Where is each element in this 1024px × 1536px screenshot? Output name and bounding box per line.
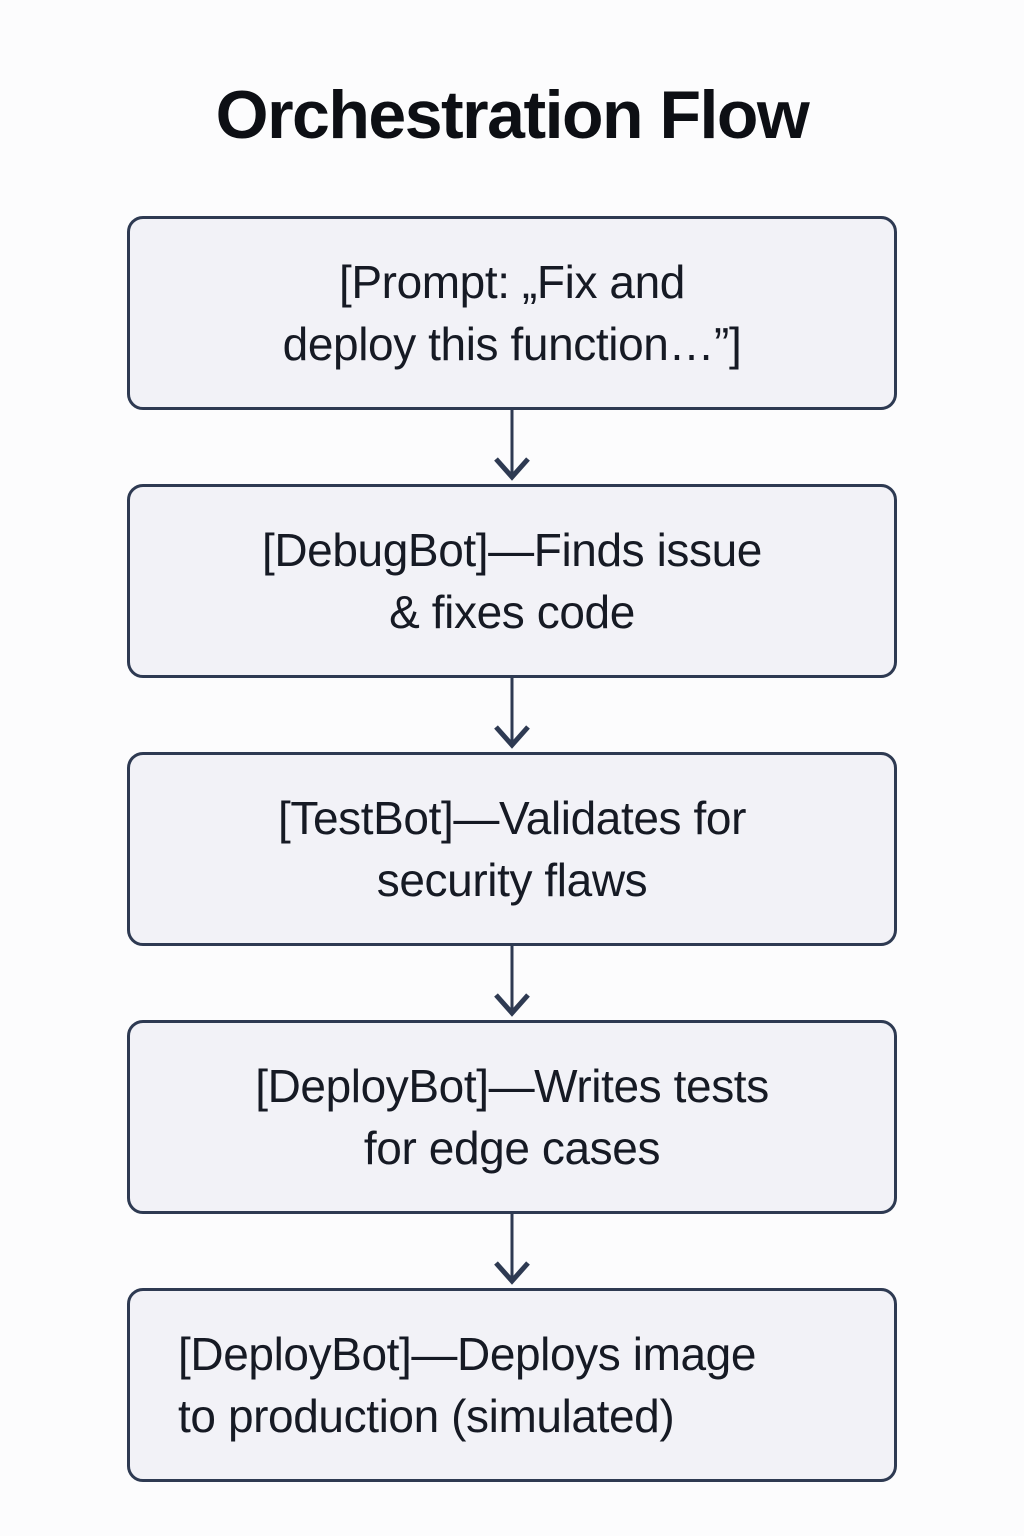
flow-node-testbot: [TestBot]—Validates for security flaws: [127, 752, 897, 946]
arrow-down-icon: [494, 678, 530, 749]
node-text-line: security flaws: [376, 854, 648, 906]
node-text-line: & fixes code: [389, 586, 635, 638]
node-text-line: deploy this function…”]: [282, 318, 742, 370]
flow-connector: [127, 1214, 897, 1288]
flow-connector: [127, 410, 897, 484]
flow-connector: [127, 946, 897, 1020]
arrow-down-icon: [494, 410, 530, 481]
flow-node-deploybot-deploy: [DeployBot]—Deploys image to production …: [127, 1288, 897, 1482]
node-text-line: to production (simulated): [178, 1390, 675, 1442]
flow-connector: [127, 678, 897, 752]
arrow-down-icon: [494, 946, 530, 1017]
node-text-line: [Prompt: „Fix and: [339, 256, 685, 308]
page-title: Orchestration Flow: [215, 77, 810, 153]
node-text-line: for edge cases: [363, 1122, 661, 1174]
arrow-down-icon: [494, 1214, 530, 1285]
flow-node-deploybot-tests: [DeployBot]—Writes tests for edge cases: [127, 1020, 897, 1214]
flow-node-debugbot: [DebugBot]—Finds issue & fixes code: [127, 484, 897, 678]
node-text-line: [DeployBot]—Writes tests: [255, 1060, 769, 1112]
flow-column: [Prompt: „Fix and deploy this function…”…: [127, 216, 897, 1482]
node-text-line: [DebugBot]—Finds issue: [261, 524, 762, 576]
node-text-line: [TestBot]—Validates for: [277, 792, 747, 844]
flow-node-prompt: [Prompt: „Fix and deploy this function…”…: [127, 216, 897, 410]
node-text-line: [DeployBot]—Deploys image: [178, 1328, 757, 1380]
